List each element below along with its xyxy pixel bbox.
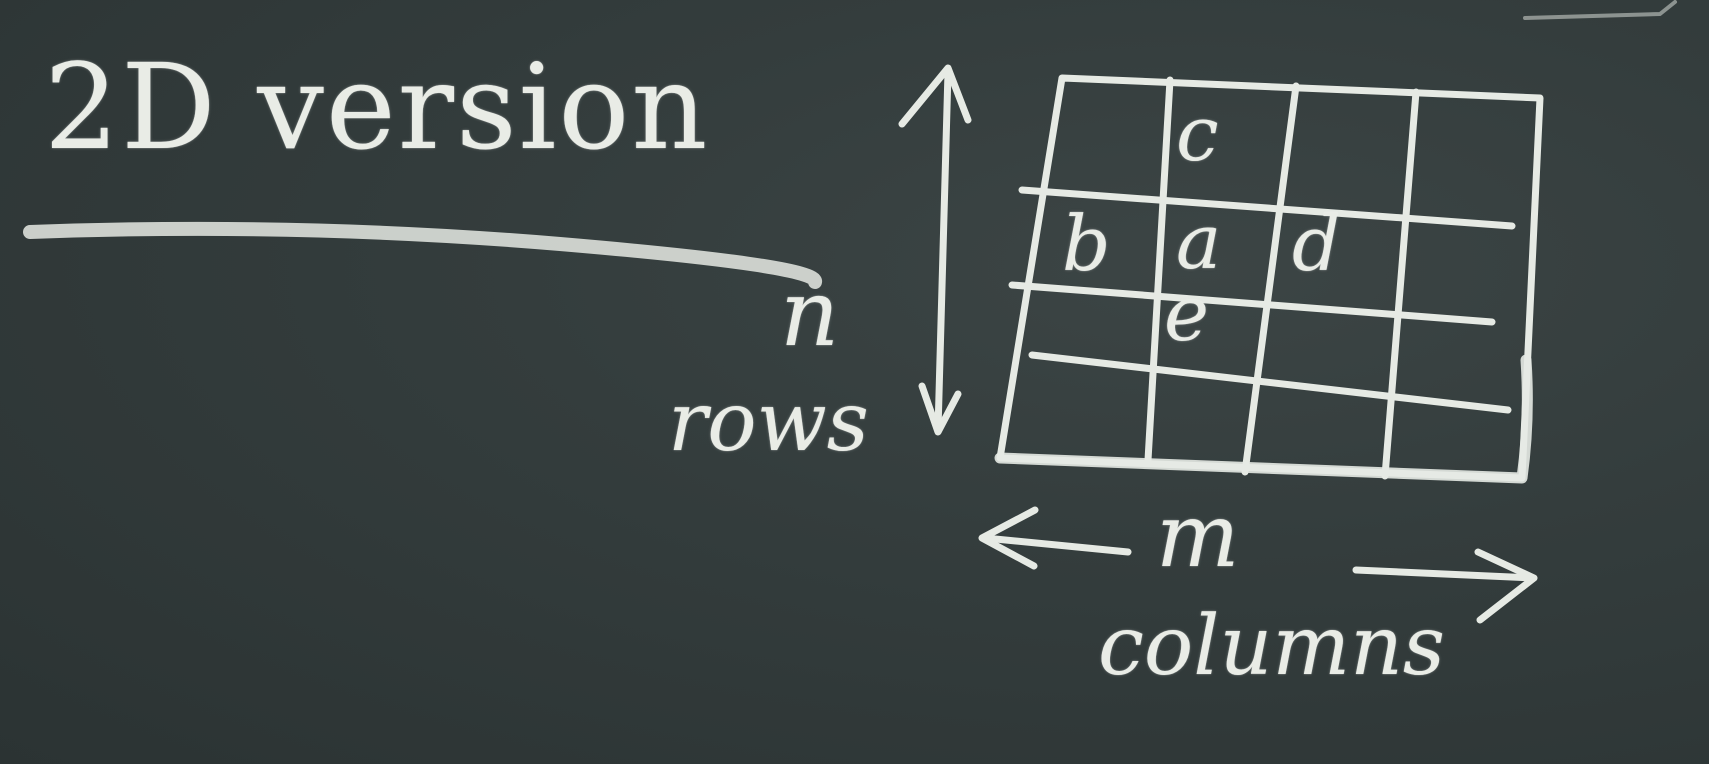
columns-symbol: m — [1156, 484, 1240, 587]
grid-cell-d: d — [1292, 199, 1341, 288]
columns-label: columns — [1098, 599, 1445, 694]
grid-cell-a: a — [1176, 197, 1222, 286]
columns-arrow — [978, 506, 1538, 624]
grid-cell-e: e — [1164, 269, 1209, 358]
rows-symbol: n — [780, 260, 840, 367]
title-underline — [23, 221, 822, 289]
grid — [994, 74, 1544, 484]
rows-arrow — [898, 64, 972, 436]
grid-cell-c: c — [1176, 89, 1219, 178]
rows-label: rows — [668, 375, 869, 470]
board-title: 2D version — [44, 38, 710, 176]
board-smudge — [1523, 0, 1677, 20]
grid-cell-b: b — [1062, 199, 1111, 288]
